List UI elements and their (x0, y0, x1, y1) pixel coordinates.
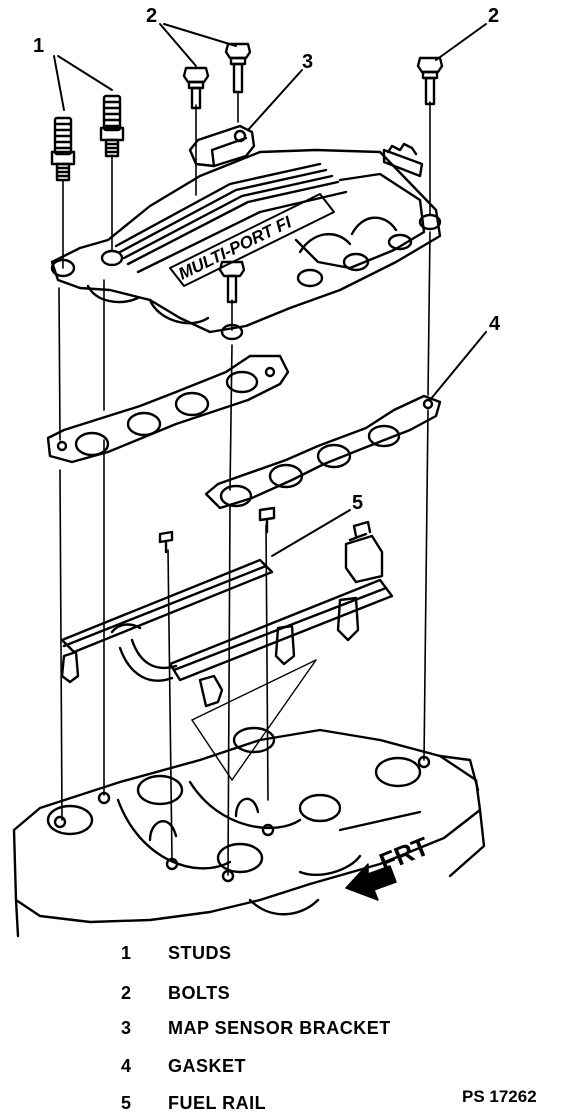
callout-leaders (53, 23, 487, 557)
legend-number: 2 (121, 983, 132, 1003)
legend-number: 5 (121, 1093, 132, 1113)
legend-label: BOLTS (168, 983, 231, 1003)
bolt-center-top (224, 42, 252, 94)
bolt-manifold-center (218, 260, 246, 304)
gasket-left (46, 354, 290, 464)
upper-intake-manifold (50, 142, 442, 341)
alignment-lines (58, 91, 431, 876)
callout-2-bolts-left: 2 (146, 5, 157, 27)
map-sensor-bracket (188, 124, 256, 168)
legend-number: 1 (121, 943, 132, 963)
callout-2-bolts-right: 2 (488, 5, 499, 27)
callout-3-map-bracket: 3 (302, 51, 313, 73)
legend-label: STUDS (168, 943, 232, 963)
callout-5-fuel-rail: 5 (352, 492, 363, 514)
stud-left (50, 116, 76, 182)
legend-row-map-sensor-bracket: 3 MAP SENSOR BRACKET (0, 1018, 576, 1042)
legend-label: GASKET (168, 1056, 247, 1076)
front-direction-label: FRT (375, 831, 433, 878)
legend-number: 4 (121, 1056, 132, 1076)
stud-right (99, 94, 125, 158)
callout-1-studs: 1 (33, 35, 44, 57)
legend-label: FUEL RAIL (168, 1093, 267, 1113)
bolt-right (416, 56, 444, 106)
lower-intake-block (12, 726, 486, 938)
figure-id: PS 17262 (462, 1087, 537, 1106)
callout-4-gasket: 4 (489, 313, 501, 335)
legend-row-studs: 1 STUDS (0, 943, 576, 967)
legend-row-gasket: 4 GASKET (0, 1056, 576, 1080)
legend-row-fuel-rail: 5 FUEL RAIL (0, 1093, 576, 1117)
callout-numbers: 1 2 3 2 4 5 (33, 5, 501, 514)
front-direction-arrow-icon (345, 863, 397, 901)
legend-number: 3 (121, 1018, 132, 1038)
gasket-right (204, 394, 442, 510)
legend-label: MAP SENSOR BRACKET (168, 1018, 391, 1038)
legend-row-bolts: 2 BOLTS (0, 983, 576, 1007)
bolt-left (182, 66, 210, 110)
fuel-rail-assembly (60, 506, 394, 708)
perspective-guides (191, 659, 317, 781)
exploded-manifold-diagram: 1 2 3 2 4 5 (12, 5, 501, 938)
